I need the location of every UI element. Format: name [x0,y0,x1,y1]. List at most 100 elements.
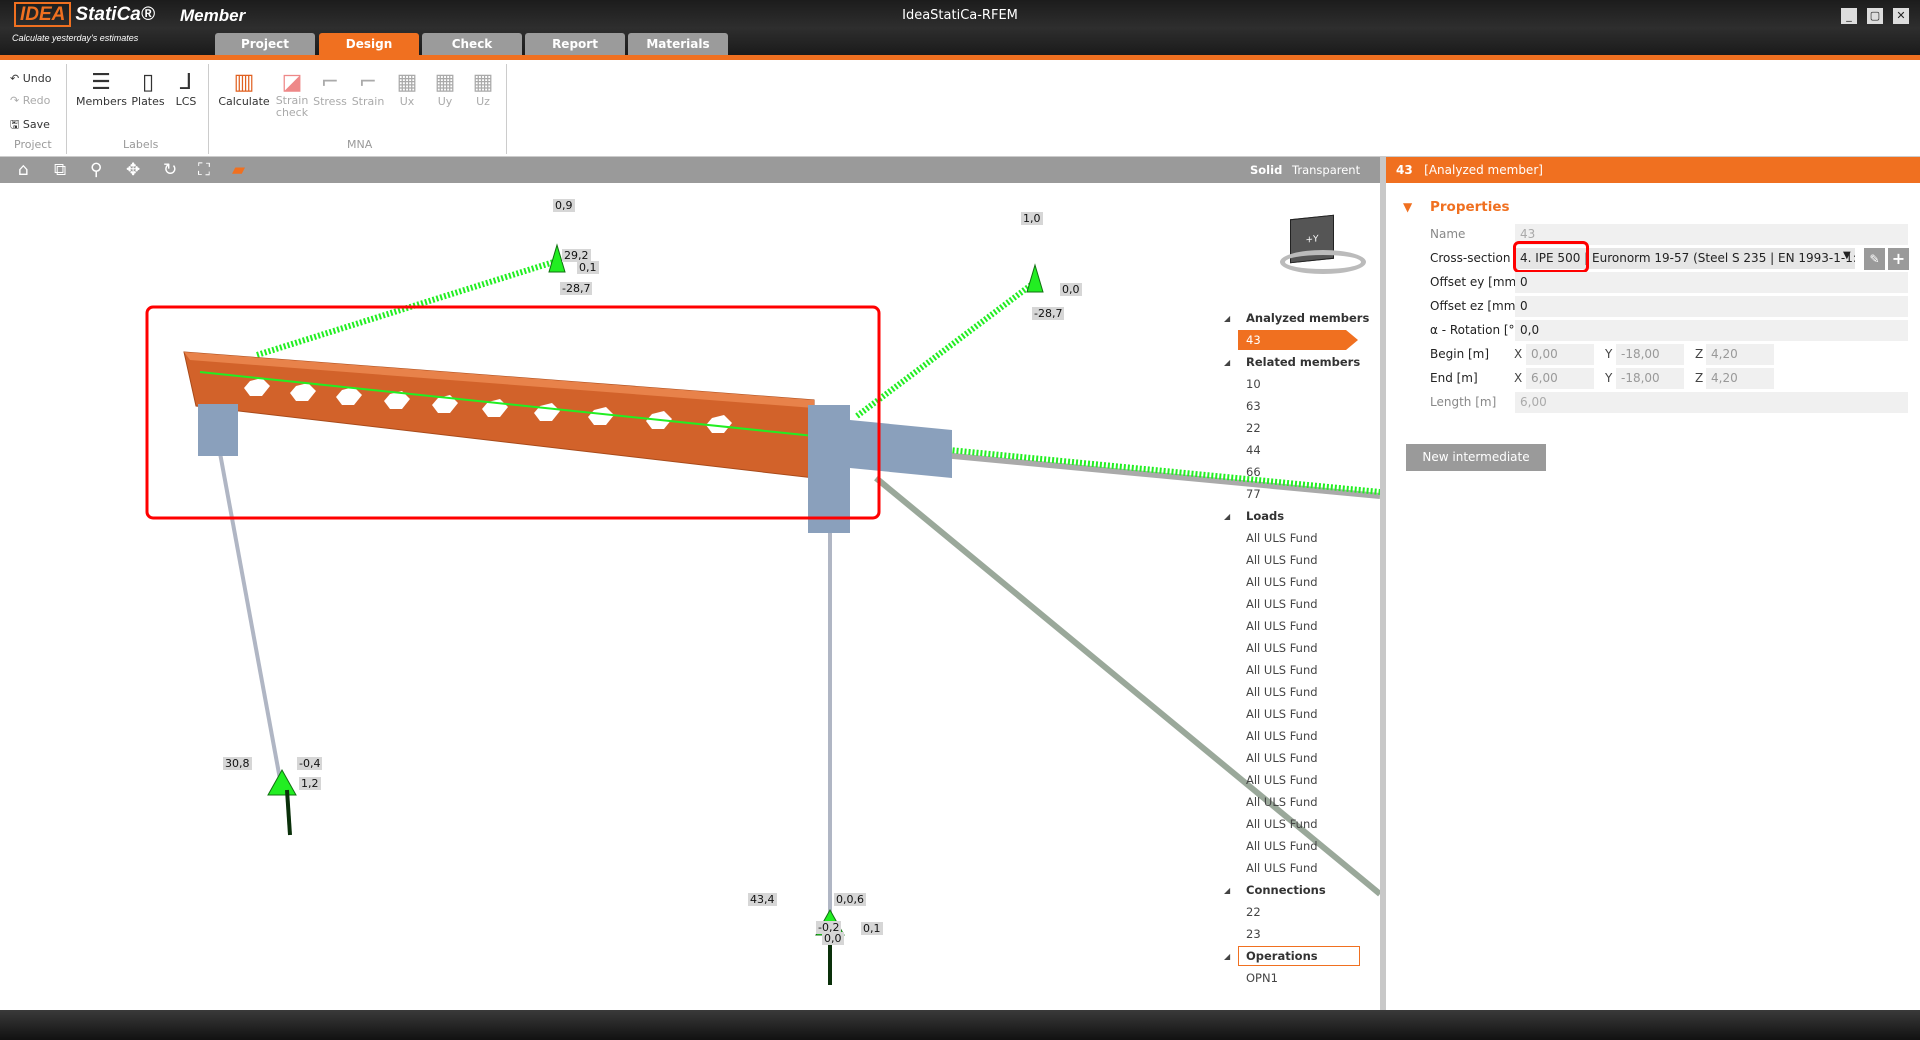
undo-button[interactable]: ↶ Undo [10,72,52,85]
new-intermediate-node-button[interactable]: New intermediate node [1406,444,1546,491]
pan-icon[interactable]: ✥ [126,160,141,180]
strain-check-button[interactable]: ◪Strain check [275,70,309,119]
cross-section-select[interactable]: 4. IPE 500 | Euronorm 19-57 (Steel S 235… [1515,248,1855,269]
collapse-icon[interactable]: ▼ [1403,200,1413,214]
redo-button[interactable]: ↷ Redo [10,94,51,107]
result-label: -28,7 [560,282,593,295]
offset-ey-field[interactable]: 0 [1515,272,1908,293]
3d-viewport[interactable] [0,183,1382,1010]
tab-materials[interactable]: Materials [628,33,728,56]
result-label: 30,8 [223,757,252,770]
tab-check[interactable]: Check [422,33,522,56]
divider [208,64,209,154]
tree-item-load[interactable]: All ULS Fund [1246,817,1318,831]
begin-x-field: 0,00 [1526,344,1594,365]
result-label: -28,7 [1032,307,1065,320]
lcs-button[interactable]: ⅃LCS [170,70,202,108]
tree-item-load[interactable]: All ULS Fund [1246,751,1318,765]
uy-button[interactable]: ▦Uy [428,70,462,108]
section-title: Properties [1430,199,1510,215]
ux-icon: ▦ [396,70,418,95]
tab-design[interactable]: Design [319,33,419,56]
tree-item-related[interactable]: 66 [1246,465,1261,479]
tree-item-connection[interactable]: 23 [1246,927,1261,941]
transparent-button[interactable]: Transparent [1292,163,1361,177]
member-view-icon[interactable]: ▰ [232,160,246,180]
maximize-icon[interactable]: ▢ [1867,8,1883,24]
uz-button[interactable]: ▦Uz [466,70,500,108]
name-label: Name [1430,227,1466,241]
chevron-down-icon[interactable]: ▼ [1843,250,1851,261]
tree-header-analyzed-members[interactable]: Analyzed members [1246,311,1370,325]
expand-icon[interactable]: ◢ [1224,886,1231,895]
tree-item-connection[interactable]: 22 [1246,905,1261,919]
view-cube-ring[interactable] [1280,250,1366,274]
tree-item-load[interactable]: All ULS Fund [1246,685,1318,699]
tree-item-load[interactable]: All ULS Fund [1246,707,1318,721]
solid-button[interactable]: Solid [1250,163,1283,177]
tree-header-connections[interactable]: Connections [1246,883,1326,897]
calculate-button[interactable]: ▥Calculate [216,70,272,108]
rotation-field[interactable]: 0,0 [1515,320,1908,341]
tree-item-load[interactable]: All ULS Fund [1246,795,1318,809]
offset-ez-field[interactable]: 0 [1515,296,1908,317]
tree-item-load[interactable]: All ULS Fund [1246,729,1318,743]
tab-report[interactable]: Report [525,33,625,56]
members-button[interactable]: ☰Members [76,70,127,108]
tree-item-load[interactable]: All ULS Fund [1246,553,1318,567]
save-button[interactable]: 🖫 Save [10,118,50,131]
3d-scene[interactable] [0,183,1382,1010]
tree-item-load[interactable]: All ULS Fund [1246,839,1318,853]
tree-item-load[interactable]: All ULS Fund [1246,575,1318,589]
zoom-window-icon[interactable]: ⧉ [54,160,67,180]
tree-header-loads[interactable]: Loads [1246,509,1285,523]
expand-icon[interactable]: ◢ [1224,358,1231,367]
tree-item-related[interactable]: 44 [1246,443,1261,457]
tagline: Calculate yesterday's estimates [12,33,139,43]
expand-icon[interactable]: ◢ [1224,952,1231,961]
member-axis [199,371,815,437]
minimize-icon[interactable]: _ [1841,8,1857,24]
panel-splitter[interactable] [1380,157,1386,1010]
home-icon[interactable]: ⌂ [18,160,29,180]
tree-item-load[interactable]: All ULS Fund [1246,619,1318,633]
members-icon: ☰ [91,70,111,95]
edit-icon[interactable]: ✎ [1864,248,1885,270]
expand-icon[interactable]: ◢ [1224,512,1231,521]
result-label: 0,0 [822,932,844,945]
strain-button[interactable]: ⌐Strain [351,70,385,108]
add-icon[interactable]: + [1888,248,1909,270]
tree-item-load[interactable]: All ULS Fund [1246,597,1318,611]
tree-item-related[interactable]: 63 [1246,399,1261,413]
ux-button[interactable]: ▦Ux [390,70,424,108]
tree-item-load[interactable]: All ULS Fund [1246,641,1318,655]
group-labels-label: Labels [123,138,159,151]
tree-item-related[interactable]: 77 [1246,487,1261,501]
tree-item-operation[interactable]: OPN1 [1246,971,1278,985]
result-label: 29,2 [562,249,591,262]
axis-x-label: X [1514,347,1523,361]
connection-beam [850,420,952,478]
tab-project[interactable]: Project [215,33,315,56]
highlight-rectangle [1513,241,1589,273]
tree-header-related-members[interactable]: Related members [1246,355,1361,369]
support-symbol [1026,263,1044,293]
tree-item-load[interactable]: All ULS Fund [1246,861,1318,875]
tree-item-load[interactable]: All ULS Fund [1246,531,1318,545]
plates-button[interactable]: ▯Plates [131,70,165,108]
tree-item-related[interactable]: 10 [1246,377,1261,391]
load-line [856,438,1381,495]
stress-icon: ⌐ [320,70,340,95]
tree-item-load[interactable]: All ULS Fund [1246,663,1318,677]
close-icon[interactable]: ✕ [1893,8,1909,24]
expand-icon[interactable]: ◢ [1224,314,1231,323]
tree-item-load[interactable]: All ULS Fund [1246,773,1318,787]
tree-item-analyzed[interactable]: 43 [1246,333,1261,347]
rotate-icon[interactable]: ↻ [163,160,178,180]
fit-icon[interactable]: ⛶ [198,160,210,180]
end-y-field: -18,00 [1616,368,1684,389]
zoom-icon[interactable]: ⚲ [90,160,103,180]
stress-button[interactable]: ⌐Stress [313,70,347,108]
tree-header-operations[interactable]: Operations [1246,949,1318,963]
tree-item-related[interactable]: 22 [1246,421,1261,435]
